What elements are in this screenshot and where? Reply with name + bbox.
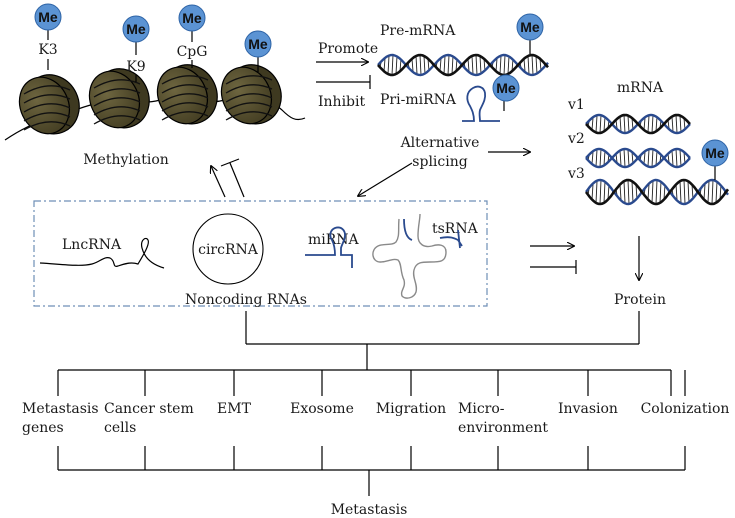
outcome-label: Metastasis (22, 401, 99, 417)
nucleosome-icon (88, 68, 150, 129)
pri-mirna-label: Pri-miRNA (380, 92, 457, 108)
ncrna-inhibit-methylation-bar (220, 158, 240, 167)
outcome-label: Cancer stem (104, 401, 194, 417)
methyl-label: Me (520, 19, 540, 35)
outcome-item: Migration (376, 370, 446, 470)
outcome-label: Migration (376, 401, 446, 417)
outcome-label: Micro- (458, 401, 505, 417)
ncrna-promote-methylation-arrow (211, 166, 226, 198)
protein-group: Protein (614, 236, 666, 308)
ncrna-inhibit-methylation-line (229, 162, 245, 198)
protein-label: Protein (614, 292, 666, 308)
ncrna-caption: Noncoding RNAs (185, 292, 307, 308)
lncrna-label: LncRNA (62, 237, 122, 253)
methyl-mark-cpg: Me CpG (177, 4, 208, 68)
outcome-label: environment (458, 420, 548, 436)
outcome-item: Micro-environment (458, 370, 548, 470)
outcome-item: Metastasis genes (22, 370, 99, 470)
regulation-arrows: Promote Inhibit (316, 41, 378, 110)
mark-label-k3: K3 (38, 42, 57, 58)
outcome-item: Cancer stem cells (104, 370, 194, 470)
promote-label: Promote (318, 41, 378, 57)
outcome-item: Exosome (290, 370, 354, 470)
outcome-label: genes (22, 420, 64, 436)
hairpin-rna-icon (462, 85, 500, 122)
methyl-group-icon (244, 30, 272, 58)
outcome-item: EMT (217, 370, 252, 470)
lncrna-strand-icon (39, 237, 165, 269)
outcome-item: Colonization (641, 370, 730, 470)
methyl-group-icon (492, 74, 520, 102)
methyl-group-icon (178, 4, 206, 32)
nucleosome-icon (156, 64, 218, 125)
mirna-label: miRNA (308, 232, 360, 248)
nucleosome-icon (220, 64, 282, 125)
methyl-group-icon (516, 13, 544, 41)
inhibit-label: Inhibit (318, 94, 365, 110)
mark-label-cpg: CpG (177, 44, 208, 60)
ncrna-box: LncRNA circRNA miRNA tsRNA Noncoding RNA… (33, 200, 488, 308)
methylation-caption: Methylation (83, 152, 169, 168)
trna-cloverleaf-icon (372, 213, 447, 299)
dna-helix-icon (585, 113, 691, 135)
circrna-label: circRNA (198, 242, 259, 258)
chromatin-section: Me K3 Me K9 Me CpG Me Methylation (4, 3, 306, 168)
mrna-title: mRNA (617, 80, 664, 96)
outcome-tree: Metastasis genes Cancer stem cells EMT Exosom… (22, 311, 729, 518)
methyl-label: Me (182, 10, 202, 26)
tsrna-label: tsRNA (432, 221, 479, 237)
splicing-label-line1: Alternative (400, 135, 480, 151)
alternative-splicing: Alternative splicing (358, 135, 530, 196)
mrna-variant-v1: v1 (567, 97, 585, 113)
splicing-to-ncrna-arrow (358, 162, 413, 196)
methyl-group-icon (122, 15, 150, 43)
methyl-label: Me (496, 80, 516, 96)
ncrna-to-protein-arrows (530, 246, 577, 274)
mark-label-k9: K9 (126, 59, 145, 75)
mrna-group: mRNA v1 v2 v3 Me (567, 80, 730, 206)
methyl-mark-k9: Me K9 (122, 15, 150, 82)
outcome-label: Colonization (641, 401, 730, 417)
dna-helix-icon (377, 53, 549, 77)
pre-mrna-group: Pre-mRNA Me (377, 13, 549, 77)
methyl-label: Me (38, 9, 58, 25)
circular-rna-icon (192, 213, 264, 285)
outcome-label: Invasion (558, 401, 618, 417)
outcome-label: cells (104, 420, 136, 436)
methyl-label: Me (126, 21, 146, 37)
pri-mirna-group: Pri-miRNA Me (380, 74, 520, 122)
outcome-label: EMT (217, 401, 252, 417)
dna-helix-icon (584, 178, 730, 206)
methyl-label: Me (248, 36, 268, 52)
outcome-item: Invasion (558, 370, 618, 470)
splicing-label-line2: splicing (412, 154, 467, 170)
mrna-variant-v2: v2 (567, 131, 585, 147)
ncrna-to-methylation (211, 158, 245, 198)
methyl-label: Me (705, 145, 725, 161)
outcome-label: Exosome (290, 401, 354, 417)
mrna-variant-v3: v3 (567, 166, 585, 182)
methyl-mark-4: Me (244, 30, 272, 72)
metastasis-label: Metastasis (331, 502, 408, 518)
pre-mrna-label: Pre-mRNA (380, 23, 456, 39)
methyl-group-icon (34, 3, 62, 31)
nucleosome-icon (18, 74, 80, 135)
dna-helix-icon (585, 147, 691, 169)
methyl-mark-k3: Me K3 (34, 3, 62, 70)
mirna-hairpin-icon (305, 226, 353, 268)
tsrna-fragment-icon (403, 218, 463, 249)
methyl-group-icon (701, 139, 729, 167)
ncrna-dashed-box (33, 200, 488, 307)
